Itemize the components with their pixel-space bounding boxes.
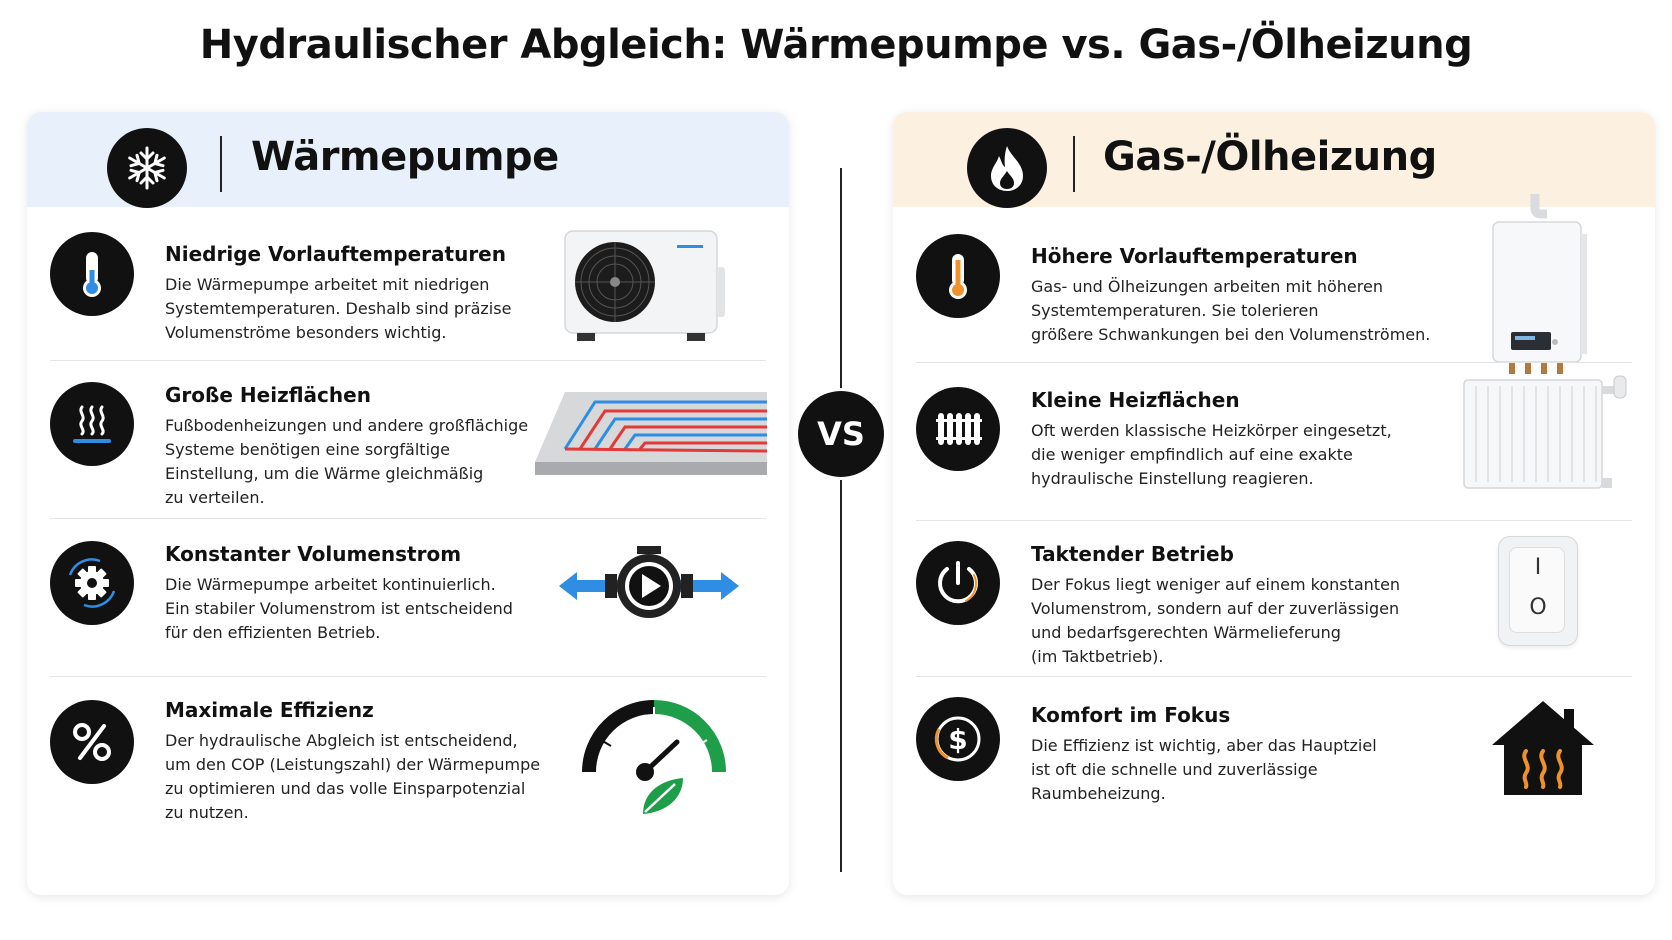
header-separator — [1073, 136, 1075, 192]
item-description: Fußbodenheizungen und andere großflächig… — [165, 416, 529, 507]
on-off-switch-image: I O — [1498, 536, 1578, 646]
heat-waves-icon — [50, 382, 134, 466]
gas-boiler-image — [1492, 194, 1587, 374]
heated-house-image — [1492, 701, 1594, 795]
gear-cycle-icon — [50, 541, 134, 625]
item-title: Taktender Betrieb — [1031, 542, 1234, 566]
item-divider — [50, 360, 766, 361]
header-separator — [220, 136, 222, 192]
item-title: Kleine Heizflächen — [1031, 388, 1240, 412]
floor-heating-image — [535, 392, 767, 475]
item-title: Große Heizflächen — [165, 383, 371, 407]
page-title: Hydraulischer Abgleich: Wärmepumpe vs. G… — [199, 22, 1473, 68]
item-title: Komfort im Fokus — [1031, 703, 1231, 727]
efficiency-gauge-image — [582, 700, 726, 814]
heatpump-header: Wärmepumpe — [27, 112, 789, 208]
percent-icon — [50, 700, 134, 784]
heatpump-heading: Wärmepumpe — [251, 134, 559, 180]
item-title: Niedrige Vorlauftemperaturen — [165, 242, 506, 266]
power-icon — [916, 541, 1000, 625]
thermometer-high-icon — [916, 234, 1000, 318]
item-description: Der Fokus liegt weniger auf einem konsta… — [1031, 575, 1401, 666]
item-description: Der hydraulische Abgleich ist entscheide… — [165, 731, 541, 822]
item-title: Konstanter Volumenstrom — [165, 542, 462, 566]
item-description: Die Effizienz ist wichtig, aber das Haup… — [1031, 736, 1377, 803]
flame-icon — [967, 128, 1047, 208]
item-divider — [50, 676, 766, 677]
item-divider — [916, 520, 1632, 521]
item-title: Maximale Effizienz — [165, 698, 374, 722]
heatpump-outdoor-unit-image — [564, 230, 725, 341]
heatpump-panel: Wärmepumpe Niedrige Vorlauftemperaturen … — [27, 112, 789, 895]
thermometer-low-icon — [50, 232, 134, 316]
vs-divider-top — [840, 168, 842, 388]
circulation-pump-image — [559, 546, 739, 618]
svg-text:$: $ — [948, 723, 967, 756]
item-divider — [916, 676, 1632, 677]
item-title: Höhere Vorlauftemperaturen — [1031, 244, 1358, 268]
vs-badge: VS — [798, 391, 884, 477]
radiator-icon — [916, 387, 1000, 471]
gas-oil-heading: Gas-/Ölheizung — [1103, 134, 1437, 180]
radiator-image — [1463, 375, 1627, 489]
item-description: Die Wärmepumpe arbeitet kontinuierlich.E… — [165, 575, 513, 642]
dollar-icon: $ — [916, 697, 1000, 781]
gas-oil-panel: Gas-/Ölheizung Höhere Vorlauftemperature… — [893, 112, 1655, 895]
gas-oil-header: Gas-/Ölheizung — [893, 112, 1655, 208]
vs-divider-bottom — [840, 480, 842, 872]
snowflake-icon — [107, 128, 187, 208]
item-divider — [916, 362, 1632, 363]
item-divider — [50, 518, 766, 519]
item-description: Oft werden klassische Heizkörper eingese… — [1031, 421, 1392, 488]
item-description: Gas- und Ölheizungen arbeiten mit höhere… — [1031, 277, 1431, 344]
